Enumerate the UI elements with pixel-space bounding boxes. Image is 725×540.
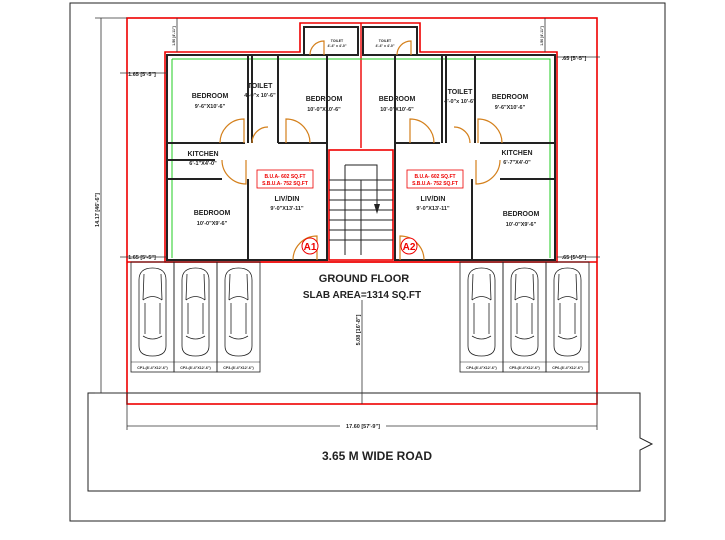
dim-total-depth: 14.17 [46'-6"] [95, 193, 101, 227]
room-size: 10'-0"X9'-6" [197, 221, 228, 227]
room-size: 10'-0"X10'-6" [380, 107, 414, 113]
room-size: 9'-0"X13'-11" [416, 206, 450, 212]
room-size: 4'-4" x 4'-0" [328, 44, 347, 48]
unit-marker [400, 237, 418, 255]
parking-bay: CP2-(8'-4"X12'-6") [173, 261, 218, 373]
parking-bay: CP5-(8'-4"X12'-6") [502, 261, 547, 373]
dim-side-right-bottom: .65 [5'-5"] [562, 255, 587, 261]
sbua-label: S.B.U.A- 752 SQ.FT [412, 181, 458, 187]
unit-marker-label: A2 [403, 242, 416, 253]
unit-a1-walls [166, 26, 359, 261]
room-size: 6'-7"X4'-0" [503, 160, 531, 166]
room-name: BEDROOM [192, 93, 229, 100]
room-size: 4'-4" x 4'-0" [376, 44, 395, 48]
dim-front-setback: 5.08 [16'-8"] [356, 314, 362, 345]
parking-bay: CP1-(8'-4"X12'-6") [130, 261, 175, 373]
car-icon [553, 267, 582, 357]
unit-marker-label: A1 [304, 242, 317, 253]
drawing-frame [69, 2, 666, 522]
bua-label: B.U.A- 602 SQ.FT [264, 174, 305, 180]
parking-bay: CP3-(8'-4"X12'-6") [216, 261, 261, 373]
room-name: BEDROOM [492, 94, 529, 101]
dim-side-left-bottom: 1.65 [5'-5"] [128, 255, 156, 261]
parking-bay: CP6-(8'-4"X12'-6") [545, 261, 590, 373]
room-name: TOILET [248, 83, 273, 90]
room-name: BEDROOM [379, 96, 416, 103]
room-name: LIV/DIN [421, 196, 446, 203]
dim-side-right-top: .65 [5'-5"] [562, 56, 587, 62]
car-icon [181, 267, 210, 357]
unit-marker [301, 237, 319, 255]
parking-bays: CP1-(8'-4"X12'-6") CP2-(8'-4"X12'-6") CP… [130, 261, 590, 373]
room-name: KITCHEN [187, 151, 218, 158]
dim-side-left-top: 1.65 [5'-5"] [128, 72, 156, 78]
room-size: 10'-0"X10'-6" [307, 107, 341, 113]
car-icon [510, 267, 539, 357]
car-icon [138, 267, 167, 357]
floor-title: GROUND FLOOR [319, 273, 409, 285]
road-label: 3.65 M WIDE ROAD [322, 449, 432, 463]
room-name: TOILET [331, 39, 344, 43]
room-size: 4'-0"x 10'-6" [444, 99, 476, 105]
parking-label: CP4-(8'-4"X12'-6") [466, 366, 497, 370]
slab-area: SLAB AREA=1314 SQ.FT [303, 290, 421, 301]
setback-line [171, 58, 551, 258]
staircase [328, 149, 394, 261]
dim-rear-right: 1.50 [4'-11"] [540, 26, 544, 45]
parking-label: CP2-(8'-4"X12'-6") [180, 366, 211, 370]
area-box [406, 169, 464, 189]
room-size: 4'-0"x 10'-6" [244, 93, 276, 99]
room-name: TOILET [448, 89, 473, 96]
dim-rear-left: 1.50 [4'-11"] [172, 26, 176, 45]
room-name: BEDROOM [503, 211, 540, 218]
room-size: 10'-0"X9'-6" [506, 222, 537, 228]
sbua-label: S.B.U.A- 752 SQ.FT [262, 181, 308, 187]
parking-label: CP1-(8'-4"X12'-6") [137, 366, 168, 370]
parking-label: CP3-(8'-4"X12'-6") [223, 366, 254, 370]
room-size: 9'-6"X10'-6" [195, 104, 226, 110]
room-name: BEDROOM [194, 210, 231, 217]
room-name: KITCHEN [501, 150, 532, 157]
room-size: 9'-0"X13'-11" [270, 206, 304, 212]
car-icon [224, 267, 253, 357]
road [87, 392, 654, 492]
room-size: 9'-6"X10'-6" [495, 105, 526, 111]
car-icon [467, 267, 496, 357]
building-outline [164, 22, 558, 263]
room-name: TOILET [379, 39, 392, 43]
parking-label: CP6-(8'-4"X12'-6") [552, 366, 583, 370]
parking-bay: CP4-(8'-4"X12'-6") [459, 261, 504, 373]
area-box [256, 169, 314, 189]
bua-label: B.U.A- 602 SQ.FT [414, 174, 455, 180]
room-size: 6'-1"X4'-0" [189, 161, 217, 167]
parking-label: CP5-(8'-4"X12'-6") [509, 366, 540, 370]
room-name: BEDROOM [306, 96, 343, 103]
unit-a2-walls [362, 26, 556, 261]
dim-total-width: 17.60 [57'-9"] [346, 424, 380, 430]
room-name: LIV/DIN [275, 196, 300, 203]
